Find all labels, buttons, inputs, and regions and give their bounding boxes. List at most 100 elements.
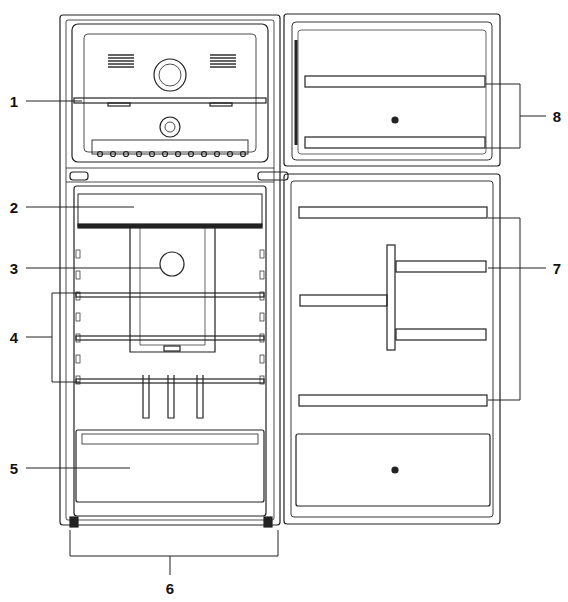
freezer-back (84, 34, 256, 152)
grille-slot (210, 66, 236, 67)
cabinet-outline (60, 15, 280, 525)
door-divider-rod (387, 245, 395, 350)
support (143, 375, 149, 418)
bump (189, 152, 194, 157)
rail-notch (260, 355, 264, 363)
shelf-supports (143, 375, 203, 418)
rail-notch (260, 250, 264, 258)
fan-cover (160, 252, 184, 276)
grille-slot (108, 54, 134, 55)
freezer-bottom-bumps (98, 152, 246, 157)
fridge-door (284, 174, 500, 524)
freezer-door (284, 14, 500, 166)
freezer-bottom-bar (92, 140, 248, 154)
callout-number: 8 (552, 109, 562, 124)
bump (124, 152, 129, 157)
rail-notch (260, 313, 264, 321)
rail-notch (76, 271, 80, 279)
door-shelf (299, 395, 487, 406)
bump (137, 152, 142, 157)
shelf-clip (108, 103, 130, 106)
air-duct (130, 228, 215, 352)
duct-vent (164, 346, 180, 351)
glass-shelf (76, 379, 264, 383)
bump (163, 152, 168, 157)
thermostat-knob (160, 117, 180, 137)
grille-slot (108, 57, 134, 58)
leader-line (26, 468, 130, 469)
bump (176, 152, 181, 157)
door-bin (296, 434, 490, 506)
support (197, 375, 203, 418)
egg-shelf (396, 329, 486, 340)
door-screw (392, 117, 398, 123)
bump (241, 152, 246, 157)
freezer-compartment (72, 24, 268, 162)
crisper-drawer (76, 430, 264, 502)
door-shelf (299, 207, 487, 218)
grille-slot (210, 54, 236, 55)
small-shelf (300, 295, 387, 306)
bracket (486, 84, 520, 148)
rail-notch (260, 334, 264, 342)
crisper-lid (82, 434, 258, 444)
divider (66, 182, 274, 183)
callout-number: 1 (9, 94, 19, 109)
door-gasket (295, 40, 298, 145)
foot (70, 517, 78, 527)
rail-notch (76, 250, 80, 258)
glass-shelf (76, 293, 264, 297)
leader-line (170, 556, 171, 575)
rail-notch (260, 376, 264, 384)
rail-notch (76, 313, 80, 321)
leader-line (488, 268, 546, 269)
leader-line (26, 101, 82, 102)
freezer-fan-inner (159, 64, 181, 86)
thermostat-knob-inner (165, 122, 175, 132)
bump (215, 152, 220, 157)
bracket (70, 530, 278, 556)
bracket (488, 218, 520, 400)
rail-notch (76, 376, 80, 384)
fridge-compartment (74, 186, 266, 516)
rail-notch (76, 355, 80, 363)
rail-notch (260, 292, 264, 300)
grille-slot (108, 66, 134, 67)
callout-number: 3 (9, 261, 19, 276)
freezer-door-liner (292, 22, 492, 160)
freezer-shelf (74, 98, 266, 103)
door-shelf (305, 76, 485, 87)
chiller-front (78, 224, 262, 228)
leader-line (520, 116, 546, 117)
bracket (52, 293, 80, 382)
bump (202, 152, 207, 157)
bump (98, 152, 103, 157)
freezer-door-panel (298, 30, 486, 154)
callout-number: 6 (165, 581, 175, 596)
bump (228, 152, 233, 157)
foot (264, 517, 272, 527)
freezer-fan (154, 59, 186, 91)
leader-line (26, 337, 52, 338)
leader-line (26, 207, 134, 208)
leader-line (26, 268, 160, 269)
side-rails (76, 250, 264, 384)
egg-shelf (396, 261, 486, 272)
callout-number: 2 (9, 200, 19, 215)
fridge-door-liner (291, 181, 493, 517)
rail-notch (260, 271, 264, 279)
callout-number: 7 (552, 261, 562, 276)
bump (150, 152, 155, 157)
support (168, 375, 174, 418)
door-shelf (305, 137, 485, 148)
rail-notch (76, 334, 80, 342)
hinge-detail (70, 172, 88, 180)
leader-lines (26, 84, 546, 575)
cabinet-inner (66, 20, 274, 520)
bump (111, 152, 116, 157)
callout-number: 4 (9, 330, 19, 345)
glass-shelves (76, 293, 264, 383)
shelf-clip (210, 103, 232, 106)
